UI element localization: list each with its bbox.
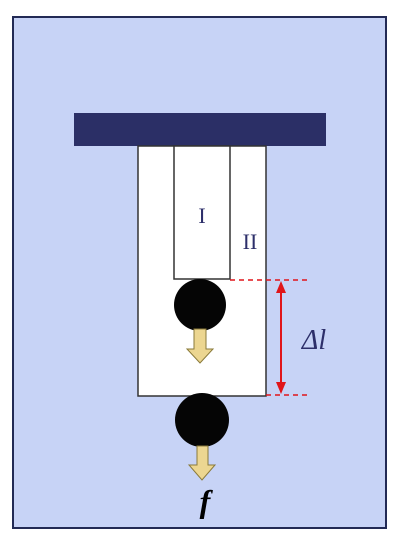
lower-down-arrow-icon — [187, 445, 217, 481]
column-two-label: II — [243, 229, 258, 254]
column-one-body — [173, 145, 231, 280]
extension-arrow-down — [276, 382, 286, 394]
upper-ball — [174, 279, 226, 331]
lower-ball — [175, 393, 229, 447]
upper-down-arrow-icon — [185, 328, 215, 364]
ceiling-bar — [74, 113, 326, 146]
column-one-label: I — [198, 203, 205, 228]
extension-label: Δl — [301, 325, 326, 356]
force-label: f — [200, 483, 214, 519]
extension-arrow-up — [276, 281, 286, 293]
